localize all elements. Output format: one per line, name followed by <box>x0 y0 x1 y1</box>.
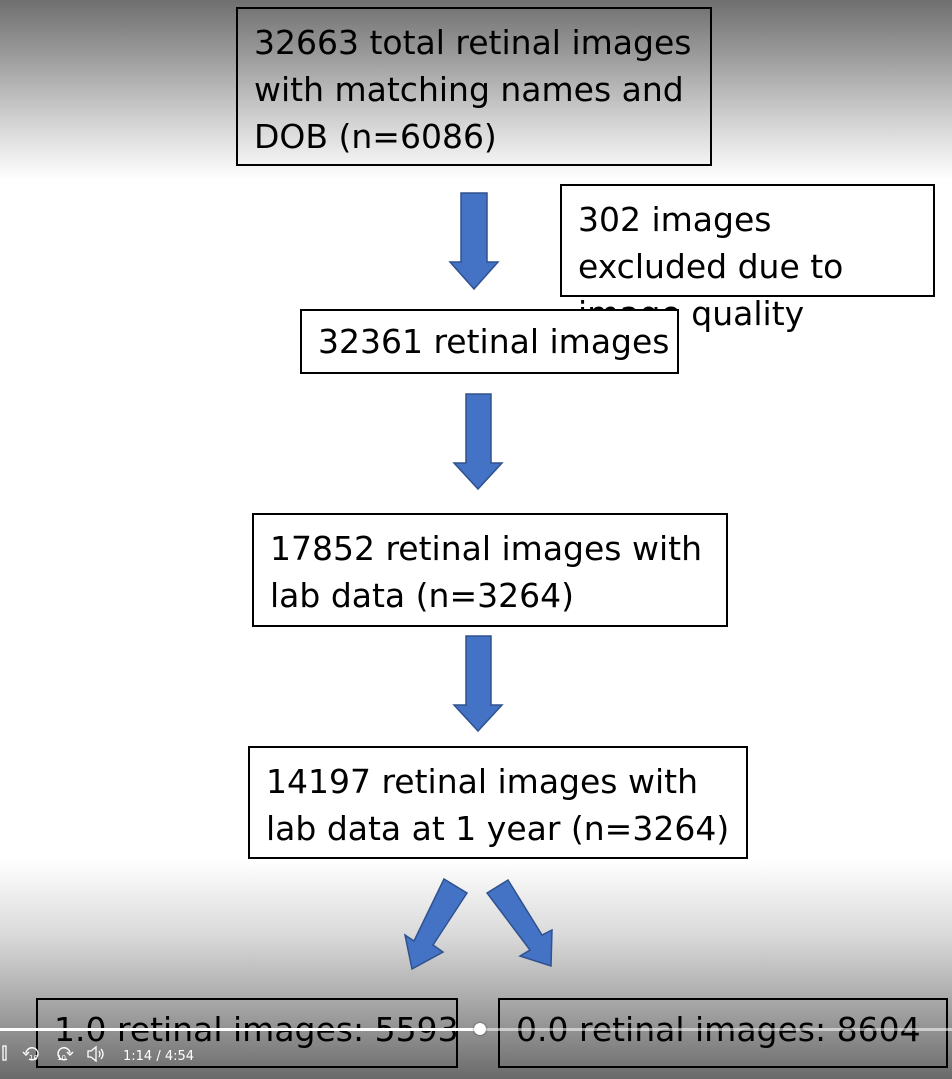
lab-data-box: 17852 retinal images with lab data (n=32… <box>252 513 728 627</box>
down-arrow-3 <box>452 635 504 733</box>
one-year-text: 14197 retinal images with lab data at 1 … <box>266 762 730 848</box>
forward-10-icon[interactable]: 10 <box>54 1044 74 1064</box>
progress-bar[interactable] <box>0 1023 952 1035</box>
split-arrow-left <box>403 877 469 971</box>
one-year-box: 14197 retinal images with lab data at 1 … <box>248 746 748 859</box>
total-images-text: 32663 total retinal images with matching… <box>254 23 692 156</box>
video-top-shade <box>0 0 952 180</box>
forward-seconds-label: 10 <box>57 1054 66 1062</box>
video-player-controls: 10 10 1:14 / 4:54 <box>0 1022 952 1079</box>
down-arrow-1 <box>448 192 500 291</box>
rewind-10-icon[interactable]: 10 <box>22 1044 42 1064</box>
quality-images-text: 32361 retinal images <box>318 322 670 361</box>
progress-fill <box>0 1028 480 1031</box>
video-bottom-shade <box>0 860 952 1079</box>
quality-images-box: 32361 retinal images <box>300 309 679 374</box>
total-images-box: 32663 total retinal images with matching… <box>236 7 712 166</box>
play-pause-icon[interactable] <box>2 1044 12 1062</box>
split-arrow-right <box>485 878 553 968</box>
lab-data-text: 17852 retinal images with lab data (n=32… <box>270 529 702 615</box>
volume-icon[interactable] <box>86 1044 106 1064</box>
down-arrow-2 <box>452 393 504 491</box>
rewind-seconds-label: 10 <box>29 1054 38 1062</box>
progress-handle[interactable] <box>474 1023 486 1035</box>
excluded-images-box: 302 images excluded due to image quality <box>560 184 935 333</box>
time-readout: 1:14 / 4:54 <box>123 1049 195 1064</box>
